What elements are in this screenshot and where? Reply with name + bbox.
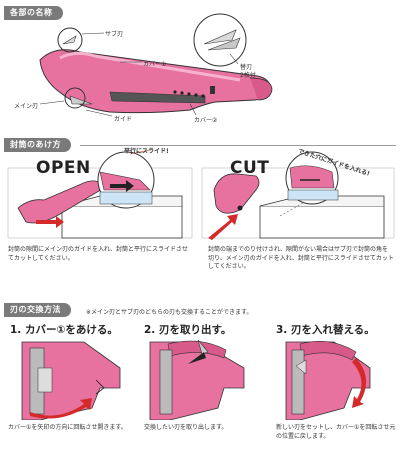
slide-callout: 平行にスライド! bbox=[124, 148, 169, 155]
section-title-replace: 刃の交換方法 bbox=[10, 305, 61, 314]
label-sub-blade: サブ刃 bbox=[105, 31, 124, 38]
cover2-window bbox=[109, 91, 206, 104]
cut-description: 封筒の端までのり付けされ、隙間がない場合はサブ刃で封筒の角を切り、メイン刃のガイ… bbox=[208, 246, 394, 270]
step2-description: 交換したい刃を取り出します。 bbox=[144, 424, 228, 431]
section-title-open: 封筒のあけ方 bbox=[10, 140, 61, 149]
section-tab-parts: 各部の名称 bbox=[4, 6, 63, 20]
step3-description: 新しい刃をセットし、カバー①を回転させ元の位置に戻します。 bbox=[276, 424, 396, 440]
main-blade-circle bbox=[64, 87, 86, 109]
red-arrow bbox=[36, 216, 64, 228]
open-label: OPEN bbox=[36, 158, 91, 178]
step3-title: 3. 刃を入れ替える。 bbox=[276, 324, 375, 336]
open-description: 封筒の隙間にメイン刃のガイドを入れ、封筒と平行にスライドさせてカットしてください… bbox=[8, 246, 189, 262]
label-cover1: カバー① bbox=[143, 61, 167, 68]
envelope bbox=[61, 205, 183, 239]
label-guide: ガイド bbox=[114, 116, 133, 123]
step1-description: カバー①を矢印の方向に回転させ開きます。 bbox=[8, 424, 127, 431]
replace-illustrations bbox=[21, 339, 371, 420]
section-tab-open: 封筒のあけ方 bbox=[4, 138, 71, 152]
step2-illustration bbox=[149, 339, 245, 420]
red-arrow bbox=[208, 214, 238, 240]
label-cover2: カバー② bbox=[194, 117, 218, 124]
rotate-arrow bbox=[30, 398, 92, 419]
cutter-body bbox=[39, 49, 271, 114]
label-spare-blade: 替刃 bbox=[240, 64, 253, 71]
cut-illustration bbox=[201, 151, 395, 240]
rotate-back-arrow bbox=[352, 358, 367, 408]
replace-note: ※メイン刃とサブ刃のどちらの刃も交換することができます。 bbox=[86, 309, 253, 316]
step3-illustration bbox=[285, 341, 371, 420]
main-blade-shape bbox=[69, 95, 93, 105]
step1-title: 1. カバー①をあける。 bbox=[10, 324, 118, 336]
open-illustration bbox=[7, 150, 193, 239]
label-main-blade: メイン刃 bbox=[14, 103, 39, 110]
section-tab-replace: 刃の交換方法 bbox=[4, 303, 71, 317]
step2-title: 2. 刃を取り出す。 bbox=[144, 324, 232, 336]
cut-label: CUT bbox=[230, 158, 270, 178]
step1-illustration bbox=[21, 341, 121, 420]
parts-diagram bbox=[39, 13, 273, 117]
sub-blade-circle bbox=[57, 27, 83, 53]
section-title-parts: 各部の名称 bbox=[10, 8, 53, 17]
label-spare-count: 2枚付 bbox=[240, 72, 256, 79]
section-divider bbox=[80, 145, 396, 146]
